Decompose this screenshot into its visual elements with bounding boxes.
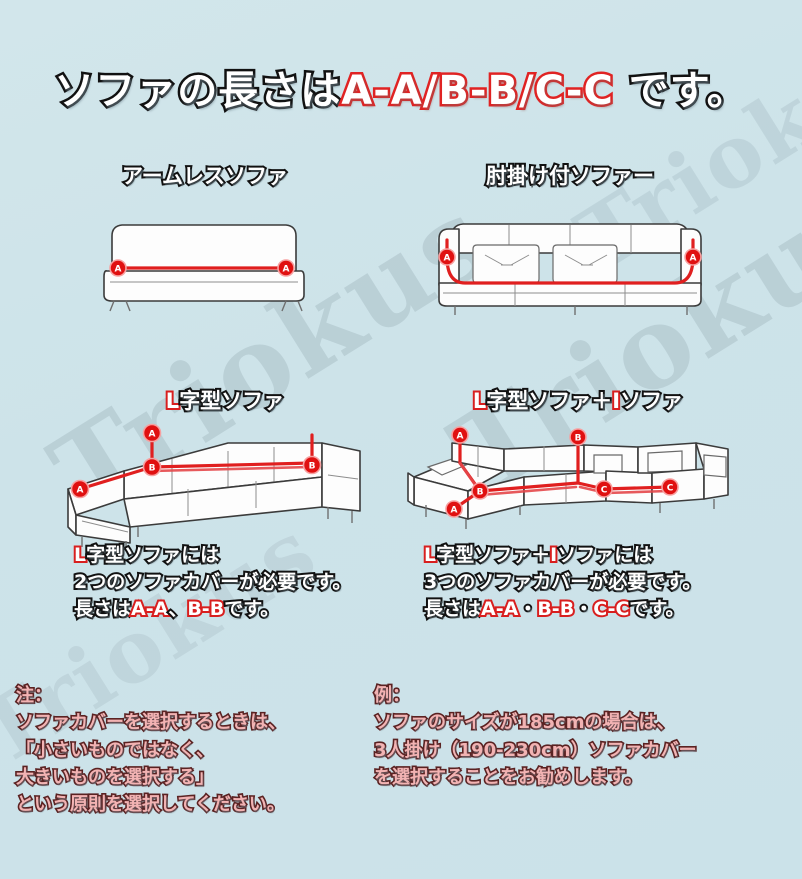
caption-l-rest: ソファ [618,387,685,415]
svg-text:A: A [149,430,156,440]
note-caution: 注： ソファカバーを選択するときは、 「小さいものではなく、 大きいものを選択す… [14,682,287,819]
marker-a-top: A [142,423,162,443]
armless-sofa-drawing: A A [103,224,305,312]
caption-l-mid: 字型ソファ＋ [484,387,614,415]
explanation-code-aa: A-A [479,596,520,622]
explanation-sep-1: ・ [516,596,539,622]
marker-a-right: A [684,248,702,266]
l-shaped-sofa-drawing: A A B B [67,423,361,551]
diagram-caption-armrests: 肘掛け付ソファー [484,162,656,190]
explanation-code-bb: B-B [535,596,576,622]
caption-l-rest: 字型ソファ [177,387,286,415]
marker-a-left: A [438,248,456,266]
svg-text:A: A [115,265,122,275]
svg-text:B: B [309,462,316,472]
armrest-sofa-drawing: A A [438,223,702,315]
explanation-l-shaped: L字型ソファには 2つのソファカバーが必要です。 長さはA-A、B-Bです。 [72,542,353,623]
diagram-sofa-with-armrests: 肘掛け付ソファー [425,160,715,315]
note-caution-line-3: 大きいものを選択する」 [14,765,215,789]
caption-i-letter: I [610,387,622,415]
marker-a-right: A [277,259,295,277]
note-caution-line-1: ソファカバーを選択するときは、 [14,711,287,735]
diagram-caption-armless: アームレスソファ [120,162,290,190]
svg-text:A: A [77,486,84,496]
note-caution-heading: 注： [14,683,53,707]
svg-text:B: B [575,434,582,444]
diagram-l-plus-i-sofa: L字型ソファ＋Iソファ [407,385,748,535]
explanation-length-suffix: です。 [627,596,686,622]
explanation-code-cc: C-C [591,596,631,622]
note-example-heading: 例： [372,683,411,707]
explanation-code-aa: A-A [129,596,170,622]
marker-a-top-left: A [451,426,469,444]
explanation-l-plus-i: L字型ソファ＋Iソファには 3つのソファカバーが必要です。 長さはA-A・B-B… [422,542,703,623]
title-prefix: ソファの長さは [52,66,343,117]
explanation-length-suffix: です。 [222,596,281,622]
explanation-l-rest: ソファには [555,542,654,568]
title-codes: A-A/B-B/C-C [339,66,616,117]
explanation-code-bb: B-B [185,596,226,622]
marker-c-mid-right: C [595,480,613,498]
note-caution-line-4: という原則を選択してください。 [14,793,286,817]
diagram-l-shaped-sofa: L字型ソファ [60,385,390,551]
page-title: ソファの長さはA-A/B-B/C-C です。 [0,58,802,117]
marker-a-left: A [70,479,90,499]
svg-text:B: B [149,464,156,474]
marker-a-bottom-left: A [445,500,463,518]
title-suffix: です。 [613,66,749,117]
svg-text:A: A [444,254,451,264]
svg-text:C: C [601,486,608,496]
note-caution-line-2: 「小さいものではなく、 [14,738,215,762]
diagram-armless-sofa: アームレスソファ A A [90,160,320,312]
explanation-sep: 、 [166,596,189,622]
svg-text:B: B [477,488,484,498]
note-example-line-2: 3人掛け（190-230cm）ソファカバー [372,738,698,762]
explanation-line-1: L字型ソファには [72,542,351,569]
explanation-l-mid: 字型ソファ＋ [434,542,552,568]
svg-text:A: A [451,506,458,516]
svg-text:A: A [457,432,464,442]
note-example-line-1: ソファのサイズが185cmの場合は、 [372,711,676,735]
explanation-line-2: 3つのソファカバーが必要です。 [422,569,703,596]
marker-b-top-center: B [569,428,587,446]
svg-text:A: A [690,254,697,264]
explanation-line-3: 長さはA-A、B-Bです。 [72,596,351,623]
svg-text:C: C [667,484,674,494]
marker-a-left: A [109,259,127,277]
explanation-l-letter: L [422,542,438,568]
explanation-line-3: 長さはA-A・B-B・C-Cです。 [422,596,701,623]
explanation-l-letter: L [72,542,88,568]
explanation-sep-2: ・ [572,596,595,622]
l-plus-i-sofa-drawing: A A B B C C [407,426,729,529]
explanation-i-letter: I [548,542,559,568]
svg-text:A: A [283,265,290,275]
marker-b-mid-left: B [471,482,489,500]
marker-c-right: C [661,478,679,496]
note-example: 例： ソファのサイズが185cmの場合は、 3人掛け（190-230cm）ソファ… [372,682,698,791]
caption-l-letter: L [471,387,489,415]
marker-b-center: B [142,457,162,477]
explanation-covers-needed: 2つのソファカバーが必要です。 [72,569,353,595]
marker-b-right: B [302,455,322,475]
caption-l-letter: L [164,387,182,415]
explanation-l-rest: 字型ソファには [84,542,221,568]
diagram-caption-l-plus-i: L字型ソファ＋Iソファ [408,385,748,415]
note-example-line-3: を選択することをお勧めします。 [372,765,643,789]
explanation-line-2: 2つのソファカバーが必要です。 [72,569,353,596]
explanation-length-prefix: 長さは [72,596,133,622]
explanation-line-1: L字型ソファ＋Iソファには [422,542,701,569]
explanation-length-prefix: 長さは [422,596,483,622]
explanation-covers-needed: 3つのソファカバーが必要です。 [422,569,703,595]
diagram-caption-l-shaped: L字型ソファ [60,385,390,415]
